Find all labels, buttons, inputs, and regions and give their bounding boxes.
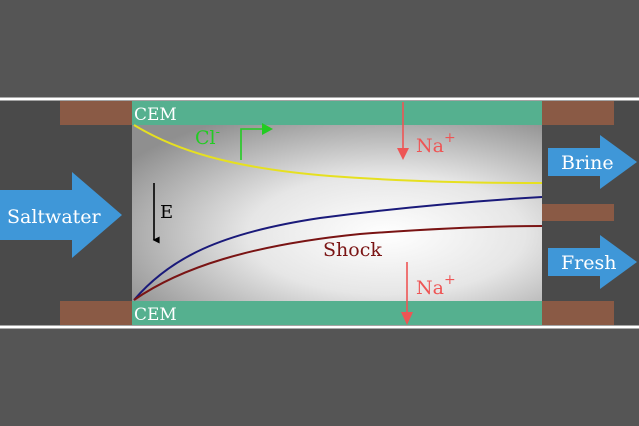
electric-field-label: E xyxy=(160,202,173,223)
fresh-outlet-arrow xyxy=(548,235,637,289)
membrane-top xyxy=(132,101,542,125)
spacer-bottom-left xyxy=(60,301,132,325)
shock-curve xyxy=(133,225,543,301)
chloride-flux-arrow xyxy=(240,128,262,160)
sodium-bottom-label: Na+ xyxy=(416,272,456,299)
chloride-ion-label: Cl- xyxy=(195,125,220,149)
saltwater-inlet-arrow xyxy=(0,172,122,258)
brine-label: Brine xyxy=(561,152,614,174)
saltwater-label: Saltwater xyxy=(7,206,102,228)
porous-channel xyxy=(132,124,542,302)
membrane-top-label: CEM xyxy=(134,105,177,125)
sodium-bottom-arrowhead xyxy=(401,312,413,325)
spacer-top-right xyxy=(542,101,614,125)
spacer-bottom-right xyxy=(542,301,614,325)
chloride-arrowhead xyxy=(262,123,273,135)
membrane-bottom-label: CEM xyxy=(134,305,177,325)
potential-curve xyxy=(133,196,543,301)
brine-outlet-arrow xyxy=(548,135,637,189)
membrane-bottom xyxy=(132,301,542,325)
shock-label: Shock xyxy=(323,239,382,261)
sodium-top-arrowhead xyxy=(397,148,409,160)
spacer-top-left xyxy=(60,101,132,125)
sodium-top-label: Na+ xyxy=(416,130,456,157)
spacer-splitter xyxy=(542,204,614,221)
fresh-label: Fresh xyxy=(561,252,617,274)
chloride-concentration-curve xyxy=(133,124,543,184)
